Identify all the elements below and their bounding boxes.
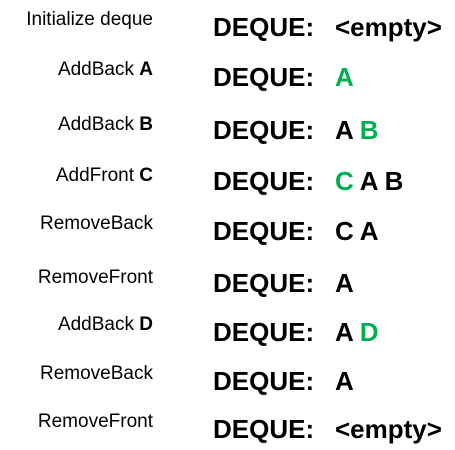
step-row: RemoveFront DEQUE: <empty> [0, 410, 455, 450]
step-row: Initialize deque DEQUE: <empty> [0, 8, 455, 48]
deque-contents: A [335, 364, 360, 398]
operation-label: RemoveBack [40, 212, 153, 236]
deque-label: DEQUE: [213, 414, 315, 444]
deque-label: DEQUE: [213, 62, 315, 92]
deque-element: A [335, 115, 354, 145]
operation-name: AddBack [57, 59, 134, 80]
deque-element: A [335, 268, 354, 298]
deque-label: DEQUE: [213, 12, 315, 42]
deque-contents: A [335, 60, 360, 94]
operation-label: RemoveBack [40, 362, 153, 386]
deque-contents: <empty> [335, 10, 442, 44]
operation-name: RemoveBack [40, 213, 153, 234]
operation-name: AddBack [57, 114, 134, 135]
deque-contents: A [335, 266, 360, 300]
operation-label: AddFront C [56, 164, 153, 188]
deque-element: A [335, 366, 354, 396]
operation-name: RemoveBack [40, 363, 153, 384]
step-row: RemoveBack DEQUE: A [0, 362, 455, 402]
deque-element-added: B [359, 115, 379, 145]
step-row: AddBack A DEQUE: A [0, 58, 455, 98]
deque-contents: <empty> [335, 412, 442, 446]
deque-element: B [384, 166, 404, 196]
operation-argument: B [139, 114, 153, 135]
operation-label: AddBack A [58, 58, 153, 82]
deque-label: DEQUE: [213, 216, 315, 246]
deque-label: DEQUE: [213, 115, 315, 145]
deque-label: DEQUE: [213, 366, 315, 396]
deque-label: DEQUE: [213, 268, 315, 298]
operation-name: AddFront [55, 165, 134, 186]
operation-label: Initialize deque [26, 8, 153, 32]
deque-label: DEQUE: [213, 166, 315, 196]
operation-name: RemoveFront [37, 411, 153, 432]
operation-label: RemoveFront [38, 266, 153, 290]
operation-name: RemoveFront [37, 267, 153, 288]
deque-element-added: C [335, 166, 354, 196]
operation-label: RemoveFront [38, 410, 153, 434]
deque-element: A [335, 317, 354, 347]
deque-label: DEQUE: [213, 317, 315, 347]
deque-element: A [359, 166, 379, 196]
deque-element-added: A [335, 62, 354, 92]
deque-element: A [359, 216, 379, 246]
operation-label: AddBack B [58, 113, 153, 137]
deque-element: C [335, 216, 354, 246]
empty-indicator: <empty> [335, 12, 442, 42]
operation-name: Initialize deque [26, 9, 153, 30]
operation-name: AddBack [57, 314, 134, 335]
operation-label: AddBack D [58, 313, 153, 337]
step-row: RemoveFront DEQUE: A [0, 264, 455, 304]
deque-element-added: D [359, 317, 379, 347]
operation-argument: D [139, 314, 153, 335]
empty-indicator: <empty> [335, 414, 442, 444]
operation-argument: C [139, 165, 153, 186]
operation-argument: A [139, 59, 153, 80]
